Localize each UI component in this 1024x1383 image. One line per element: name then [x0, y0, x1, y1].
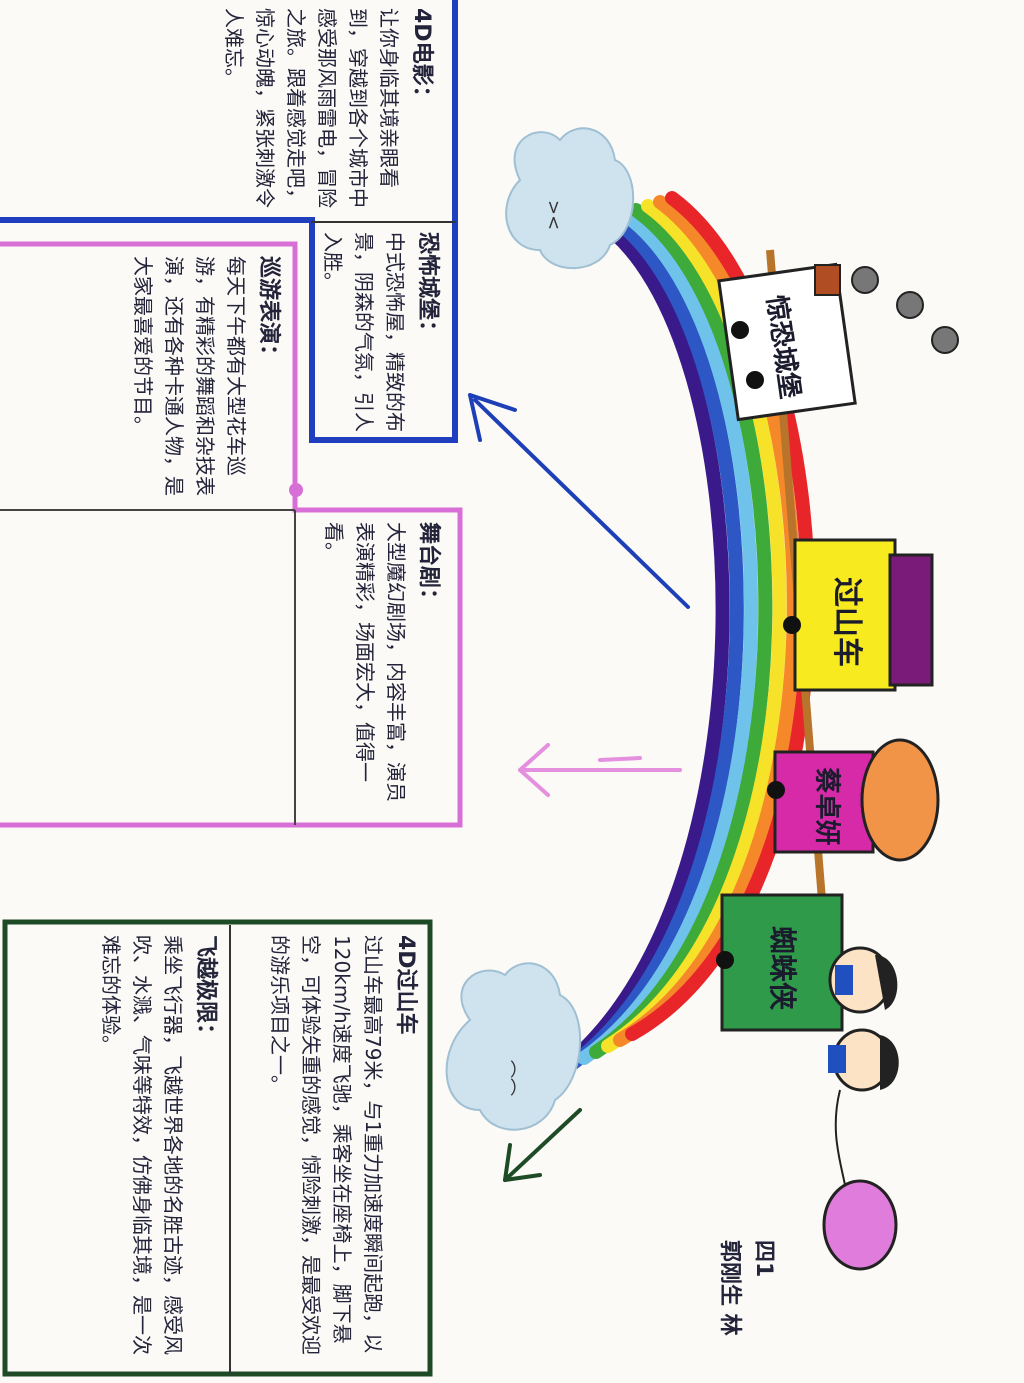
blue-frame: [0, 0, 458, 443]
cloud-icon: ⌒⌒: [445, 962, 581, 1131]
text-block-title: 巡游表演：: [256, 256, 281, 367]
svg-text:⌒⌒: ⌒⌒: [495, 1060, 516, 1096]
text-block-title: 舞台剧：: [416, 522, 441, 611]
text-block-body: 大型魔幻剧场，内容丰富，演员表演精彩，场面宏大，值得一看。: [321, 522, 408, 802]
text-block-4d-movie: 4D电影： 让你身临其境亲眼看到，穿越到各个城市中感受那风雨雷电，冒险之旅。跟着…: [202, 8, 438, 213]
cloud-icon: ><: [505, 127, 635, 270]
pink-frame: [0, 241, 463, 828]
coaster-stall-label: 过山车: [829, 577, 864, 667]
balloon-icon: [822, 1089, 898, 1271]
text-block-body: 让你身临其境亲眼看到，穿越到各个城市中感受那风雨雷电，冒险之旅。跟着感觉走吧，惊…: [221, 8, 401, 208]
text-block-castle: 恐怖城堡： 中式恐怖屋，精致的布景，阴森的气氛，引人入胜。: [321, 232, 444, 432]
text-block-flying: 飞越极限： 乘坐飞行器，飞越世界各地的名胜古迹，感受风吹、水溅、气味等特效，仿佛…: [12, 935, 222, 1365]
text-block-parade: 巡游表演： 每天下午都有大型花车巡游，有精彩的舞蹈和杂技表演，还有各种卡通人物，…: [5, 256, 285, 501]
text-block-title: 4D电影：: [409, 8, 434, 108]
svg-text:><: ><: [543, 200, 564, 230]
street-stall-label: 蜘蛛侠: [766, 925, 800, 1011]
signature: 四1 郭刚生 林: [700, 1240, 780, 1380]
text-block-body: 乘坐飞行器，飞越世界各地的名胜古迹，感受风吹、水溅、气味等特效，仿佛身临其境，是…: [98, 935, 185, 1355]
face-icon: [828, 946, 898, 1014]
text-block-title: 4D过山车: [393, 935, 418, 1035]
green-frame: [2, 919, 433, 1377]
horror-stall: [717, 262, 959, 422]
arrow-icon: [518, 743, 682, 797]
dance-stall-label: 蔡卓妍: [811, 767, 842, 846]
text-block-body: 每天下午都有大型花车巡游，有精彩的舞蹈和杂技表演，还有各种卡通人物，是大家最喜爱…: [130, 256, 248, 496]
signature-name: 郭刚生 林: [716, 1240, 742, 1336]
signature-grade: 四1: [751, 1240, 776, 1278]
text-block-body: 过山车最高79米，与1重力加速度瞬间起跑，以120km/h速度飞驰，乘客坐在座椅…: [267, 935, 385, 1355]
coaster-stall: [783, 538, 934, 692]
rainbow: [553, 191, 816, 1077]
arrow-icon: [468, 393, 690, 609]
dance-stall: [767, 738, 940, 862]
text-block-title: 恐怖城堡：: [415, 232, 440, 343]
face-icon: [828, 1028, 899, 1092]
text-block-body: 中式恐怖屋，精致的布景，阴森的气氛，引人入胜。: [320, 232, 407, 432]
text-block-title: 飞越极限：: [193, 935, 218, 1046]
text-block-show: 舞台剧： 大型魔幻剧场，内容丰富，演员表演精彩，场面宏大，值得一看。: [295, 522, 445, 812]
arrow-icon: [503, 1108, 582, 1182]
text-block-coaster: 4D过山车 过山车最高79米，与1重力加速度瞬间起跑，以120km/h速度飞驰，…: [237, 935, 422, 1365]
